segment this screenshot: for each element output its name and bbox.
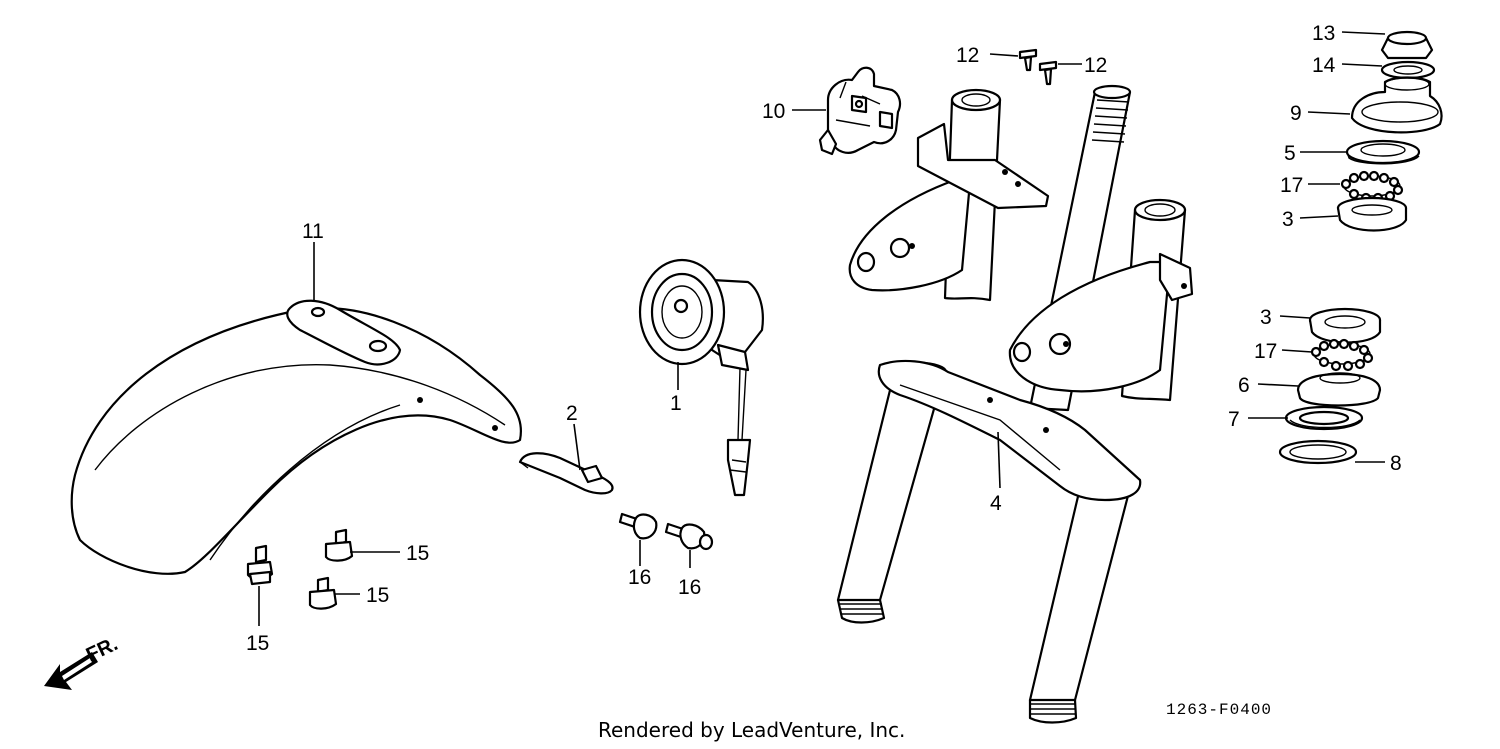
callout-11: 11 xyxy=(302,220,324,243)
callout-1: 1 xyxy=(670,392,682,415)
lower-steel-balls[interactable] xyxy=(1310,338,1374,372)
callout-3b: 3 xyxy=(1260,306,1272,329)
lower-bearing-race[interactable] xyxy=(1308,307,1382,344)
callout-15b: 15 xyxy=(366,584,389,607)
steering-stem-fork[interactable] xyxy=(836,84,1194,724)
ignition-switch[interactable] xyxy=(818,66,902,156)
upper-steel-balls[interactable] xyxy=(1340,170,1404,204)
horn-bolt-1[interactable] xyxy=(618,512,658,540)
drawing-code: 1263-F0400 xyxy=(1166,701,1272,719)
fender-bolt-1[interactable] xyxy=(246,544,274,586)
callout-15c: 15 xyxy=(246,632,269,655)
wire-clip[interactable] xyxy=(518,452,614,495)
fender-bolt-3[interactable] xyxy=(308,576,338,610)
lock-washer[interactable] xyxy=(1380,60,1436,80)
upper-bearing-race[interactable] xyxy=(1336,196,1408,232)
dust-seal[interactable] xyxy=(1284,405,1364,431)
screw-upper-a[interactable] xyxy=(1018,48,1038,72)
callout-12a: 12 xyxy=(956,44,979,67)
fender-bolt-2[interactable] xyxy=(324,528,354,562)
top-cone-race[interactable] xyxy=(1350,76,1443,134)
callout-3a: 3 xyxy=(1282,208,1294,231)
callout-2: 2 xyxy=(566,402,578,425)
upper-ball-race[interactable] xyxy=(1345,139,1421,165)
callout-17b: 17 xyxy=(1254,340,1277,363)
callouts: 11 10 12 12 13 14 9 5 17 3 3 17 6 7 8 1 … xyxy=(246,22,1402,655)
callout-9: 9 xyxy=(1290,102,1302,125)
callout-8: 8 xyxy=(1390,452,1402,475)
callout-4: 4 xyxy=(990,492,1002,515)
lower-cone-race[interactable] xyxy=(1296,372,1382,407)
callout-16a: 16 xyxy=(628,566,651,589)
horn[interactable] xyxy=(638,258,764,497)
dust-washer[interactable] xyxy=(1278,439,1358,465)
callout-12b: 12 xyxy=(1084,54,1107,77)
callout-10: 10 xyxy=(762,100,785,123)
callout-17a: 17 xyxy=(1280,174,1303,197)
callout-5: 5 xyxy=(1284,142,1296,165)
callout-6: 6 xyxy=(1238,374,1250,397)
callout-15a: 15 xyxy=(406,542,429,565)
leader-lines xyxy=(258,31,1386,626)
horn-bolt-2[interactable] xyxy=(664,522,714,551)
render-credit: Rendered by LeadVenture, Inc. xyxy=(598,718,905,742)
top-nut[interactable] xyxy=(1380,30,1434,60)
callout-7: 7 xyxy=(1228,408,1240,431)
screw-upper-b[interactable] xyxy=(1038,60,1058,86)
front-fender[interactable] xyxy=(70,299,523,575)
callout-16b: 16 xyxy=(678,576,701,599)
front-direction-arrow: FR. xyxy=(44,633,121,690)
callout-14: 14 xyxy=(1312,54,1336,77)
callout-13: 13 xyxy=(1312,22,1335,45)
